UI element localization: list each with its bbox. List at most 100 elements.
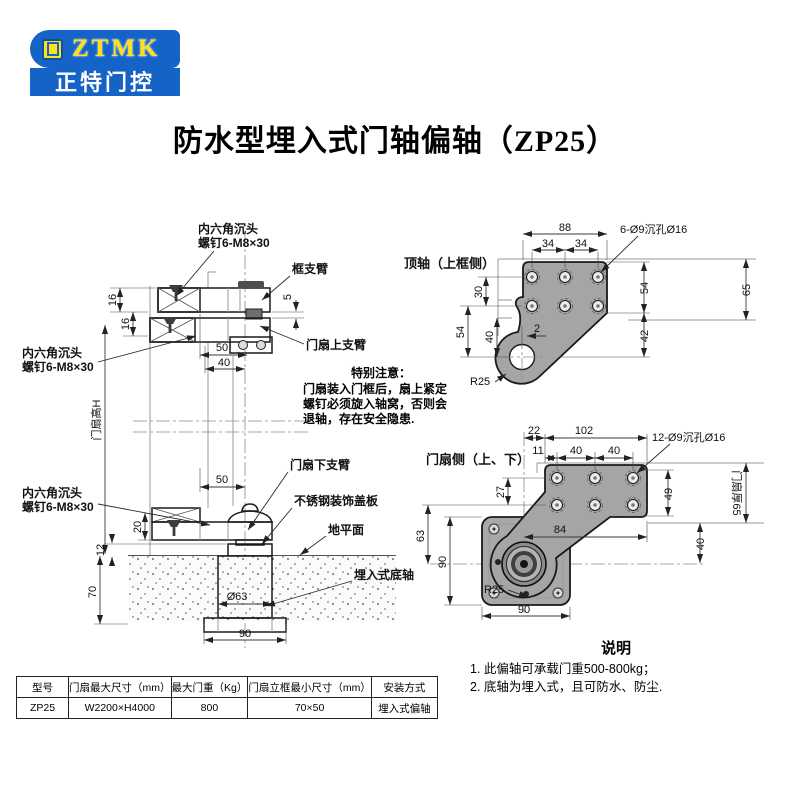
leader-screw-bot [97,503,211,527]
hatch-top [157,287,201,313]
spec-cell-max-weight: 800 [170,697,249,719]
logo-company-text: 正特门控 [30,68,180,96]
dim-dia63: Ø63 [227,591,248,603]
dim-40b: 40 [608,445,620,457]
explanation: 说明 1. 此偏轴可承载门重500-800kg； 2. 底轴为埋入式，且可防水、… [470,640,762,696]
upper-arm-bracket [229,336,273,354]
extension-lines-top-axle [460,240,650,358]
door-side-drawing: 门扇侧（上、下） 22 [415,425,764,620]
label-screw-mid-2: 螺钉6-M8×30 [22,359,94,374]
dim-54-right: 54 [639,282,651,294]
label-upper-arm: 门扇上支臂 [306,337,366,352]
spec-table: 型号 门扇最大尺寸（mm） 最大门重（Kg） 门扇立框最小尺寸（mm） 安装方式… [16,676,438,719]
leader-ground [299,535,327,556]
spec-header-max-weight: 最大门重（Kg） [170,676,249,698]
frame-arm-joints [227,288,241,312]
leader-cover-plate [261,507,293,545]
dim-12: 12 [95,544,107,556]
special-note: 特别注意： 门扇装入门框后，扇上紧定 螺钉必须旋入轴窝，否则会 退轴，存在安全隐… [303,366,459,427]
explanation-title: 说明 [600,640,631,657]
spec-header-model: 型号 [16,676,69,698]
spec-table-header-row: 型号 门扇最大尺寸（mm） 最大门重（Kg） 门扇立框最小尺寸（mm） 安装方式 [16,676,438,698]
explanation-item-2: 2. 底轴为埋入式，且可防水、防尘. [470,680,663,694]
dim-70: 70 [87,586,99,598]
page-title: 防水型埋入式门轴偏轴（ZP25） [172,125,618,158]
dim-27: 27 [495,486,507,498]
technical-drawing: 16 16 5 50 40 门扇高H 50 20 12 70 Ø63 90 [22,221,764,648]
extension-lines-left [94,287,304,644]
spec-cell-install: 埋入式偏轴 [370,697,438,719]
leader-hole-note-door [636,443,671,474]
spec-cell-max-size: W2200×H4000 [68,697,172,719]
dim-34b: 34 [575,238,587,250]
dim-40-axle: 40 [484,331,496,343]
label-cover-plate: 不锈钢装饰盖板 [294,493,379,508]
corner-screw [552,587,564,599]
frame-door-edge-lines [149,271,234,556]
dim-40a: 40 [570,445,582,457]
dim-65: 65 [741,284,753,296]
pivot-dome [226,510,274,523]
dim-5: 5 [282,294,294,300]
leader-r25-door [507,589,529,598]
concrete-hatch [128,556,396,622]
flange-steps [217,618,273,632]
label-bottom-axle: 埋入式底轴 [354,567,414,582]
dim-30: 30 [473,286,485,298]
dim-22: 22 [528,425,540,437]
brand-logo: ZTMK 正特门控 [30,28,180,96]
dim-40-right: 40 [695,538,707,550]
label-screw-bot-1: 内六角沉头 [22,485,82,500]
pivot-cap [241,503,259,512]
dim-84: 84 [554,524,566,536]
assembly-section-drawing: 16 16 5 50 40 门扇高H 50 20 12 70 Ø63 90 [22,221,414,648]
leader-hole-note-top [600,235,639,273]
door-panel-lines [536,462,764,524]
leader-lower-arm [247,471,289,531]
label-screw-mid-1: 内六角沉头 [22,345,82,360]
logo-brand-text: ZTMK [72,35,161,62]
ztmk-emblem-icon [42,38,63,60]
label-screw-top-2: 螺钉6-M8×30 [198,235,270,250]
leader-screw-mid [97,335,197,363]
corner-screw [488,523,500,535]
bracket-hole-right [256,340,266,350]
special-note-title: 特别注意： [350,366,411,380]
dim-20: 20 [132,521,144,533]
dim-11: 11 [532,445,543,457]
bearing-center [520,560,528,568]
spec-header-min-frame: 门扇立框最小尺寸（mm） [247,676,372,698]
hatch-bottom [151,507,201,523]
dim-door-thickness: 门扇厚65 [730,470,744,515]
dim-2: 2 [534,323,540,335]
leader-screw-top [175,250,215,297]
ztmk-emblem-inner [46,42,59,56]
dim-16a: 16 [107,294,119,306]
spec-table-data-row: ZP25 W2200×H4000 800 70×50 埋入式偏轴 [16,697,438,719]
spec-cell-min-frame: 70×50 [247,697,372,719]
dim-90-left: 90 [437,556,449,568]
countersunk-screw-glyph-mid [163,317,177,333]
top-bolt-cap [238,281,264,288]
label-lower-arm: 门扇下支臂 [290,457,350,472]
plate-dot-left [495,559,501,565]
label-screw-bot-2: 螺钉6-M8×30 [22,499,94,514]
special-note-line-2: 螺钉必须旋入轴窝，否则会 [303,397,448,411]
dim-102: 102 [575,425,593,437]
door-lower-arm-body [151,521,273,541]
dim-r25-door: R25 [484,584,504,596]
label-ground: 地平面 [328,522,364,537]
hole-note-top: 6-Ø9沉孔Ø16 [620,223,687,236]
break-lines [133,420,310,433]
dim-49: 49 [663,488,675,500]
leader-r25-top [494,373,507,383]
cover-plate-flange [227,543,273,557]
leader-upper-arm [259,325,305,345]
leader-frame-arm [261,275,291,301]
dim-42: 42 [639,330,651,342]
dim-54-left: 54 [455,326,467,338]
dim-50-mid: 50 [216,474,228,486]
dim-40-top: 40 [218,357,230,369]
countersunk-screw-glyph-bottom [167,520,181,536]
